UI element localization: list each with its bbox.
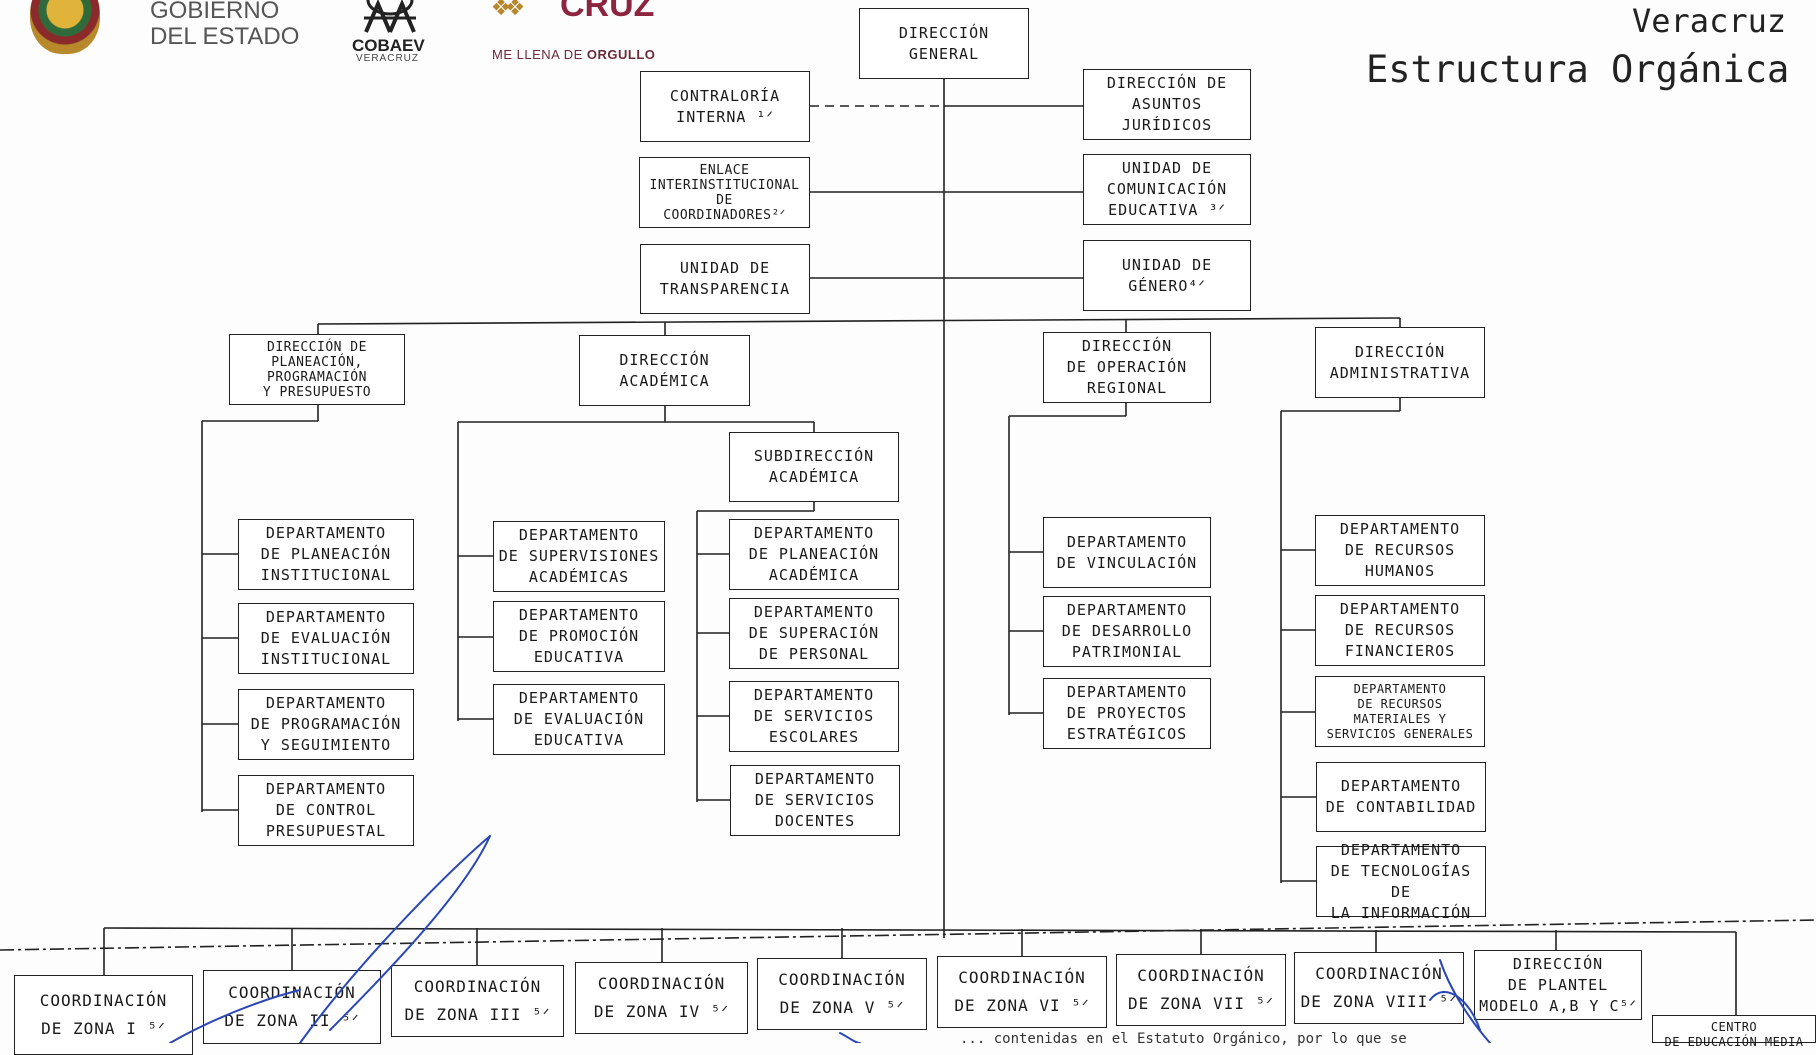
node-unidad-genero: UNIDAD DE GÉNERO⁴ᐟ bbox=[1083, 240, 1251, 311]
node-depto-recursos-financieros: DEPARTAMENTO DE RECURSOS FINANCIEROS bbox=[1315, 595, 1485, 666]
node-subdireccion-academica: SUBDIRECCIÓN ACADÉMICA bbox=[729, 432, 899, 502]
node-depto-promocion-educativa: DEPARTAMENTO DE PROMOCIÓN EDUCATIVA bbox=[493, 601, 665, 672]
node-depto-recursos-humanos: DEPARTAMENTO DE RECURSOS HUMANOS bbox=[1315, 515, 1485, 586]
node-direccion-plantel: DIRECCIÓN DE PLANTEL MODELO A,B Y C⁵ᐟ bbox=[1474, 950, 1642, 1020]
veracruz-knot-icon: ❖❖ bbox=[492, 0, 524, 23]
node-contraloria-interna: CONTRALORÍA INTERNA ¹ᐟ bbox=[640, 71, 810, 142]
orgullo-prefix: ME LLENA DE bbox=[492, 47, 587, 62]
node-coordinacion-zona-7: COORDINACIÓN DE ZONA VII ⁵ᐟ bbox=[1116, 954, 1286, 1026]
node-coordinacion-zona-2: COORDINACIÓN DE ZONA II ⁵ᐟ bbox=[203, 970, 381, 1044]
cobaev-logo-text: COBAEV bbox=[352, 36, 425, 55]
node-coordinacion-zona-5: COORDINACIÓN DE ZONA V ⁵ᐟ bbox=[757, 958, 927, 1030]
node-depto-evaluacion-institucional: DEPARTAMENTO DE EVALUACIÓN INSTITUCIONAL bbox=[238, 603, 414, 674]
node-direccion-general: DIRECCIÓN GENERAL bbox=[859, 8, 1029, 79]
document-title-line1: Veracruz bbox=[1632, 2, 1787, 40]
node-depto-contabilidad: DEPARTAMENTO DE CONTABILIDAD bbox=[1316, 762, 1486, 832]
node-direccion-administrativa: DIRECCIÓN ADMINISTRATIVA bbox=[1315, 327, 1485, 398]
state-seal-logo bbox=[30, 0, 100, 54]
node-direccion-asuntos-juridicos: DIRECCIÓN DE ASUNTOS JURÍDICOS bbox=[1083, 69, 1251, 140]
node-direccion-planeacion: DIRECCIÓN DE PLANEACIÓN, PROGRAMACIÓN Y … bbox=[229, 334, 405, 405]
node-depto-supervisiones-academicas: DEPARTAMENTO DE SUPERVISIONES ACADÉMICAS bbox=[493, 521, 665, 592]
veracruz-logo-text: CRUZ bbox=[560, 0, 655, 24]
node-unidad-transparencia: UNIDAD DE TRANSPARENCIA bbox=[640, 244, 810, 314]
node-coordinacion-zona-8: COORDINACIÓN DE ZONA VIII ⁵ᐟ bbox=[1294, 952, 1464, 1024]
node-coordinacion-zona-4: COORDINACIÓN DE ZONA IV ⁵ᐟ bbox=[575, 962, 748, 1034]
cobaev-logo-icon bbox=[364, 0, 416, 33]
node-depto-programacion-seguimiento: DEPARTAMENTO DE PROGRAMACIÓN Y SEGUIMIEN… bbox=[238, 689, 414, 760]
node-depto-servicios-escolares: DEPARTAMENTO DE SERVICIOS ESCOLARES bbox=[729, 681, 899, 752]
node-coordinacion-zona-1: COORDINACIÓN DE ZONA I ⁵ᐟ bbox=[14, 975, 193, 1055]
node-depto-proyectos-estrategicos: DEPARTAMENTO DE PROYECTOS ESTRATÉGICOS bbox=[1043, 678, 1211, 749]
node-coordinacion-zona-6: COORDINACIÓN DE ZONA VI ⁵ᐟ bbox=[937, 956, 1107, 1028]
cobaev-logo-subtext: VERACRUZ bbox=[356, 53, 420, 64]
node-centro-educacion-media: CENTRO DE EDUCACIÓN MEDIA bbox=[1652, 1015, 1816, 1049]
node-direccion-academica: DIRECCIÓN ACADÉMICA bbox=[579, 335, 750, 406]
node-depto-planeacion-institucional: DEPARTAMENTO DE PLANEACIÓN INSTITUCIONAL bbox=[238, 519, 414, 590]
gobierno-del-estado-logo-text: GOBIERNO DEL ESTADO bbox=[150, 0, 300, 50]
node-enlace-interinstitucional: ENLACE INTERINSTITUCIONAL DE COORDINADOR… bbox=[639, 157, 810, 228]
node-depto-servicios-docentes: DEPARTAMENTO DE SERVICIOS DOCENTES bbox=[730, 765, 900, 836]
node-direccion-operacion-regional: DIRECCIÓN DE OPERACIÓN REGIONAL bbox=[1043, 332, 1211, 403]
node-depto-control-presupuestal: DEPARTAMENTO DE CONTROL PRESUPUESTAL bbox=[238, 775, 414, 846]
node-depto-desarrollo-patrimonial: DEPARTAMENTO DE DESARROLLO PATRIMONIAL bbox=[1043, 596, 1211, 667]
node-depto-superacion-personal: DEPARTAMENTO DE SUPERACIÓN DE PERSONAL bbox=[729, 598, 899, 669]
orgullo-bold: ORGULLO bbox=[586, 47, 656, 62]
node-depto-planeacion-academica: DEPARTAMENTO DE PLANEACIÓN ACADÉMICA bbox=[729, 519, 899, 590]
document-title-line2: Estructura Orgánica bbox=[1366, 48, 1790, 91]
node-unidad-comunicacion-educativa: UNIDAD DE COMUNICACIÓN EDUCATIVA ³ᐟ bbox=[1083, 154, 1251, 225]
node-depto-recursos-materiales: DEPARTAMENTO DE RECURSOS MATERIALES Y SE… bbox=[1315, 676, 1485, 747]
node-coordinacion-zona-3: COORDINACIÓN DE ZONA III ⁵ᐟ bbox=[391, 965, 564, 1037]
node-depto-evaluacion-educativa: DEPARTAMENTO DE EVALUACIÓN EDUCATIVA bbox=[493, 684, 665, 755]
node-depto-vinculacion: DEPARTAMENTO DE VINCULACIÓN bbox=[1043, 517, 1211, 588]
orgullo-slogan: ME LLENA DE ORGULLO bbox=[492, 47, 655, 62]
